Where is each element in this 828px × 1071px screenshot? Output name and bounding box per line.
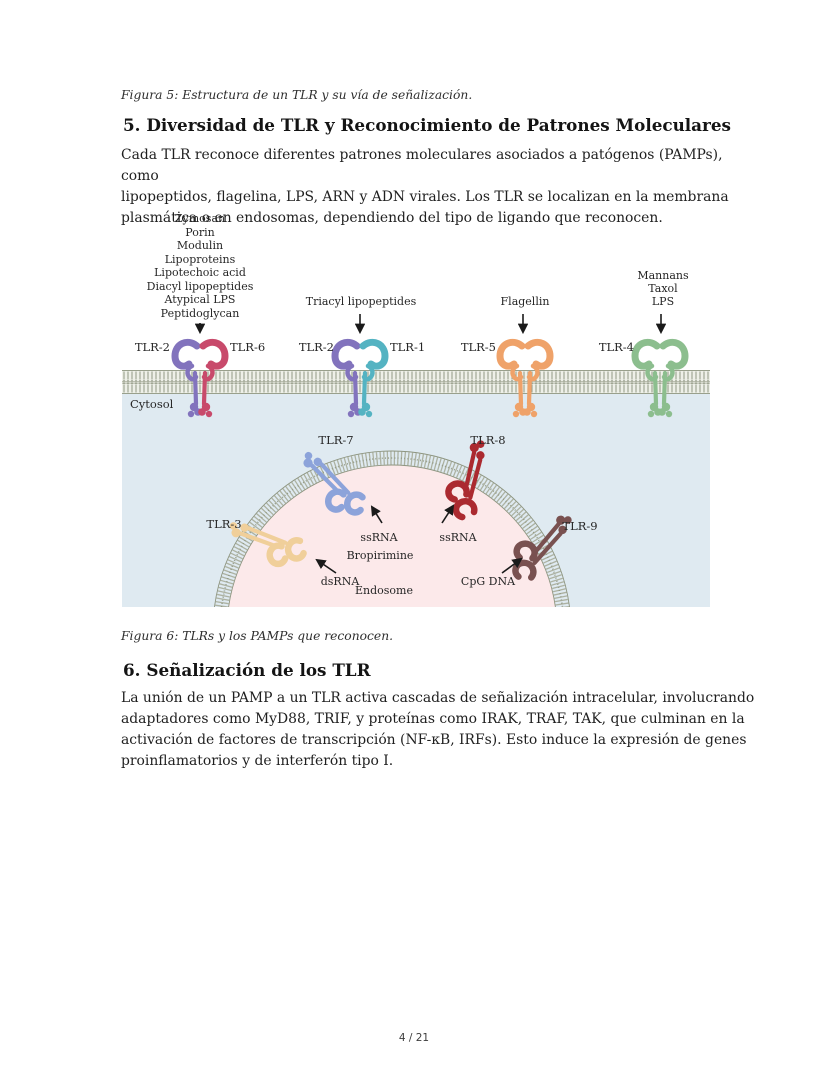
tlr-label: TLR-9 [562,519,597,533]
figure5-caption: Figura 5: Estructura de un TLR y su vía … [121,88,473,102]
cytosol-label: Cytosol [130,397,174,411]
group-tlr4: Mannans Taxol LPS TLR-4 [599,269,689,417]
ligand-label: Zymosan [175,212,225,225]
ligand-label: Triacyl lipopeptides [306,295,417,308]
ligand-label: Flagellin [501,295,550,308]
ligand-label: Peptidoglycan [161,307,240,320]
section6-heading: 6. Señalización de los TLR [123,660,371,680]
ligand-label: Diacyl lipopeptides [147,280,254,293]
tlr-label: TLR-2 [135,340,170,354]
plasma-membrane [122,370,710,394]
ligand-label: LPS [652,295,674,308]
endosome-label: Endosome [355,584,413,597]
ligand-label: Bropirimine [347,549,414,562]
group-tlr2-tlr1: Triacyl lipopeptides TLR-2 TLR-1 [299,295,425,417]
ligand-label: Atypical LPS [164,293,236,306]
tlr-label: TLR-4 [599,340,634,354]
section6-paragraph: La unión de un PAMP a un TLR activa casc… [121,690,755,769]
ligand-label: Lipotechoic acid [154,266,246,279]
group-tlr5: Flagellin TLR-5 [461,295,550,417]
ligand-label: Taxol [648,282,678,295]
tlr-label: TLR-6 [230,340,265,354]
tlr-label: TLR-5 [461,340,496,354]
ligand-label: ssRNA [439,531,477,544]
tlr-pamp-diagram: Zymosan Porin Modulin Lipoproteins Lipot… [122,212,710,810]
ligand-arrow [501,557,523,574]
ligand-arrow [315,558,337,574]
page-number: 4 / 21 [398,1032,430,1044]
ligand-label: dsRNA [321,575,361,588]
ligand-label: ssRNA [360,531,398,544]
group-tlr2-tlr6: Zymosan Porin Modulin Lipoproteins Lipot… [135,212,265,417]
tlr-label: TLR-1 [390,340,425,354]
ligand-label: CpG DNA [461,575,516,588]
section5-heading: 5. Diversidad de TLR y Reconocimiento de… [123,115,732,135]
section5-paragraph: Cada TLR reconoce diferentes patrones mo… [121,147,729,226]
tlr-label: TLR-3 [206,517,241,531]
ligand-label: Mannans [637,269,689,282]
figure6-diagram: Zymosan Porin Modulin Lipoproteins Lipot… [122,210,710,810]
ligand-label: Lipoproteins [165,253,236,266]
tlr-label: TLR-2 [299,340,334,354]
figure6-caption: Figura 6: TLRs y los PAMPs que reconocen… [121,629,394,643]
ligand-arrow [441,504,455,524]
tlr-label: TLR-8 [470,433,505,447]
ligand-label: Modulin [177,239,223,252]
ligand-arrow [370,505,383,524]
tlr-label: TLR-7 [318,433,353,447]
ligand-label: Porin [185,226,214,239]
